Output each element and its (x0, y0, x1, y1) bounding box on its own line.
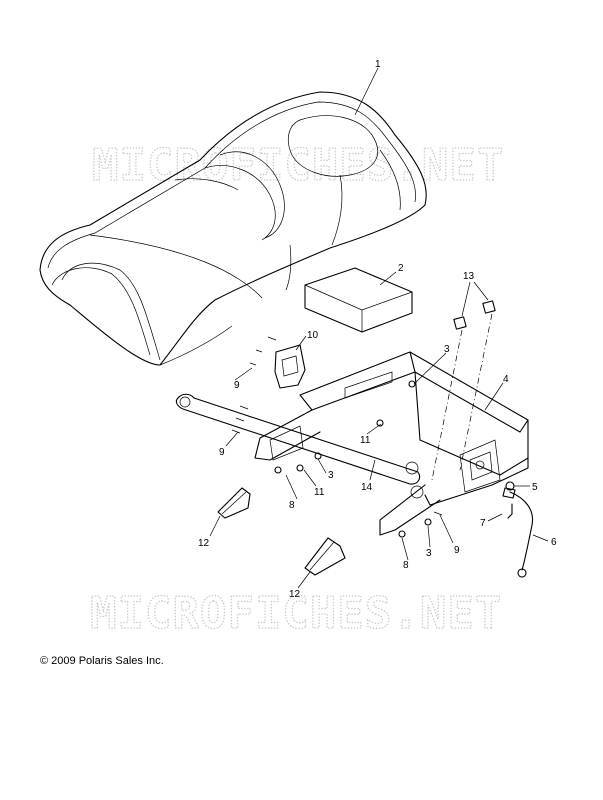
callout-14: 14 (361, 482, 373, 493)
callout-10: 10 (307, 330, 319, 341)
callout-2: 2 (398, 263, 404, 274)
callout-1: 1 (375, 59, 381, 70)
watermark-bottom: MICROFICHES.NET (90, 588, 502, 639)
callout-3-top: 3 (444, 344, 450, 355)
callout-3-mid: 3 (328, 470, 334, 481)
callout-11-top: 11 (360, 435, 371, 446)
callouts: 1 2 3 3 3 4 5 6 7 8 8 9 9 9 10 11 11 12 … (198, 59, 557, 600)
leader-lines (209, 67, 549, 589)
clip-left-part (217, 487, 251, 519)
callout-12-right: 12 (289, 589, 301, 600)
seat-part (39, 91, 427, 366)
callout-8-right: 8 (403, 560, 409, 571)
callout-12-left: 12 (198, 538, 210, 549)
frame-part (175, 351, 529, 536)
cable-part (502, 487, 534, 578)
clip-right-part (304, 537, 346, 576)
callout-3-bottom: 3 (426, 548, 432, 559)
callout-9-right: 9 (454, 545, 460, 556)
callout-7: 7 (480, 518, 486, 529)
callout-11-bottom: 11 (314, 487, 325, 498)
callout-5: 5 (532, 482, 538, 493)
pad-part (304, 267, 413, 333)
fasteners (231, 336, 513, 538)
callout-9-lower: 9 (219, 447, 225, 458)
copyright-text: © 2009 Polaris Sales Inc. (40, 655, 164, 667)
callout-9-upper: 9 (234, 380, 240, 391)
callout-6: 6 (551, 537, 557, 548)
callout-8-left: 8 (289, 500, 295, 511)
clips-part (453, 300, 496, 330)
watermark-top: MICROFICHES.NET (92, 140, 504, 191)
callout-4: 4 (503, 374, 509, 385)
callout-13: 13 (463, 271, 475, 282)
bracket-part (274, 344, 306, 389)
